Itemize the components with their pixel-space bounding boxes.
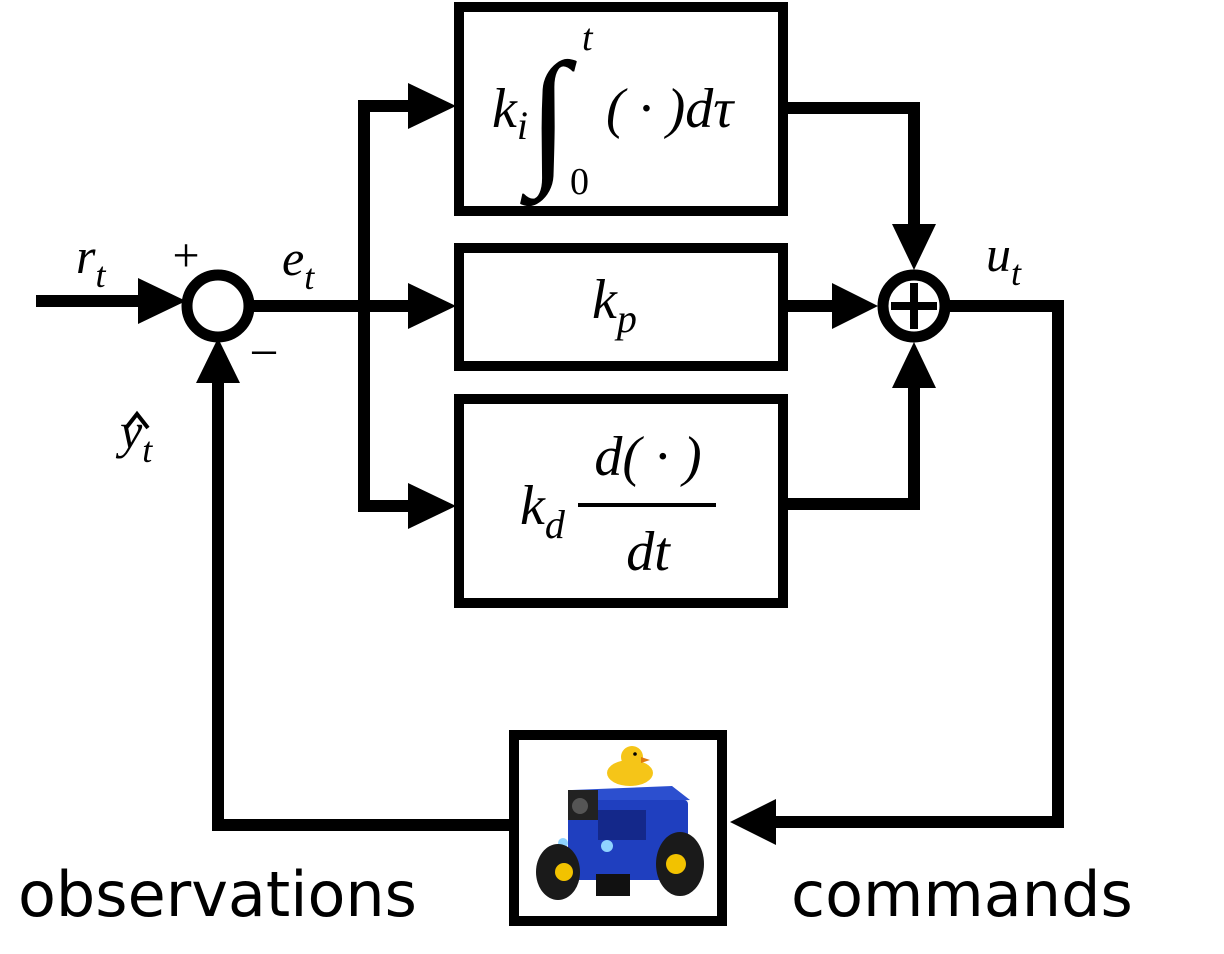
estimate-label: yt <box>115 403 153 470</box>
proportional-gain: kp <box>592 269 637 341</box>
adder <box>877 269 951 343</box>
integral-lower-limit: 0 <box>570 161 589 203</box>
reference-label: rt <box>76 228 106 295</box>
derivative-numerator: d( · ) <box>594 426 701 488</box>
proportional-to-adder-arrow-icon <box>832 283 878 329</box>
observations-label: observations <box>18 858 417 931</box>
integral-integrand: ( · )dτ <box>606 78 735 140</box>
feedback-arrow-icon <box>196 338 240 383</box>
derivative-block: kd d( · ) dt <box>454 394 788 608</box>
integral-output-wire <box>786 102 920 230</box>
proportional-input-arrow-icon <box>408 283 456 329</box>
hat-accent-icon <box>124 410 150 430</box>
plant-block <box>509 730 727 926</box>
arrowheads <box>138 83 936 845</box>
minus-sign: − <box>249 325 278 382</box>
feedback-wire <box>212 380 510 831</box>
commands-label: commands <box>791 858 1133 931</box>
plus-sign: + <box>172 229 199 282</box>
command-arrow-icon <box>730 799 776 845</box>
integral-to-adder-arrow-icon <box>892 224 936 270</box>
integral-gain: ki <box>492 78 528 148</box>
reference-arrow-icon <box>138 278 186 324</box>
integral-input-arrow-icon <box>408 83 456 129</box>
command-wire <box>772 300 1064 828</box>
control-label: ut <box>986 226 1022 293</box>
integral-block: ki ∫ t 0 ( · )dτ <box>454 2 788 216</box>
duck-body-icon <box>607 760 653 786</box>
derivative-output-wire <box>786 386 920 510</box>
duck-head-icon <box>621 746 643 768</box>
summing-junction-circle <box>181 269 255 343</box>
derivative-input-arrow-icon <box>408 483 456 529</box>
signal-wires <box>36 100 1064 831</box>
derivative-gain: kd <box>520 475 566 547</box>
proportional-box <box>454 243 788 371</box>
integral-box <box>454 2 788 216</box>
integral-upper-limit: t <box>582 17 594 59</box>
derivative-to-adder-arrow-icon <box>892 342 936 388</box>
duckiebot-robot-icon <box>536 746 704 900</box>
svg-text:yt: yt <box>115 403 153 470</box>
summing-junction: + − <box>172 229 278 382</box>
error-label: et <box>282 230 315 297</box>
adder-plus-icon <box>891 283 937 329</box>
integral-sign-icon: ∫ <box>520 33 577 207</box>
proportional-block: kp <box>454 243 788 371</box>
derivative-denominator: dt <box>626 521 671 583</box>
derivative-box <box>454 394 788 608</box>
